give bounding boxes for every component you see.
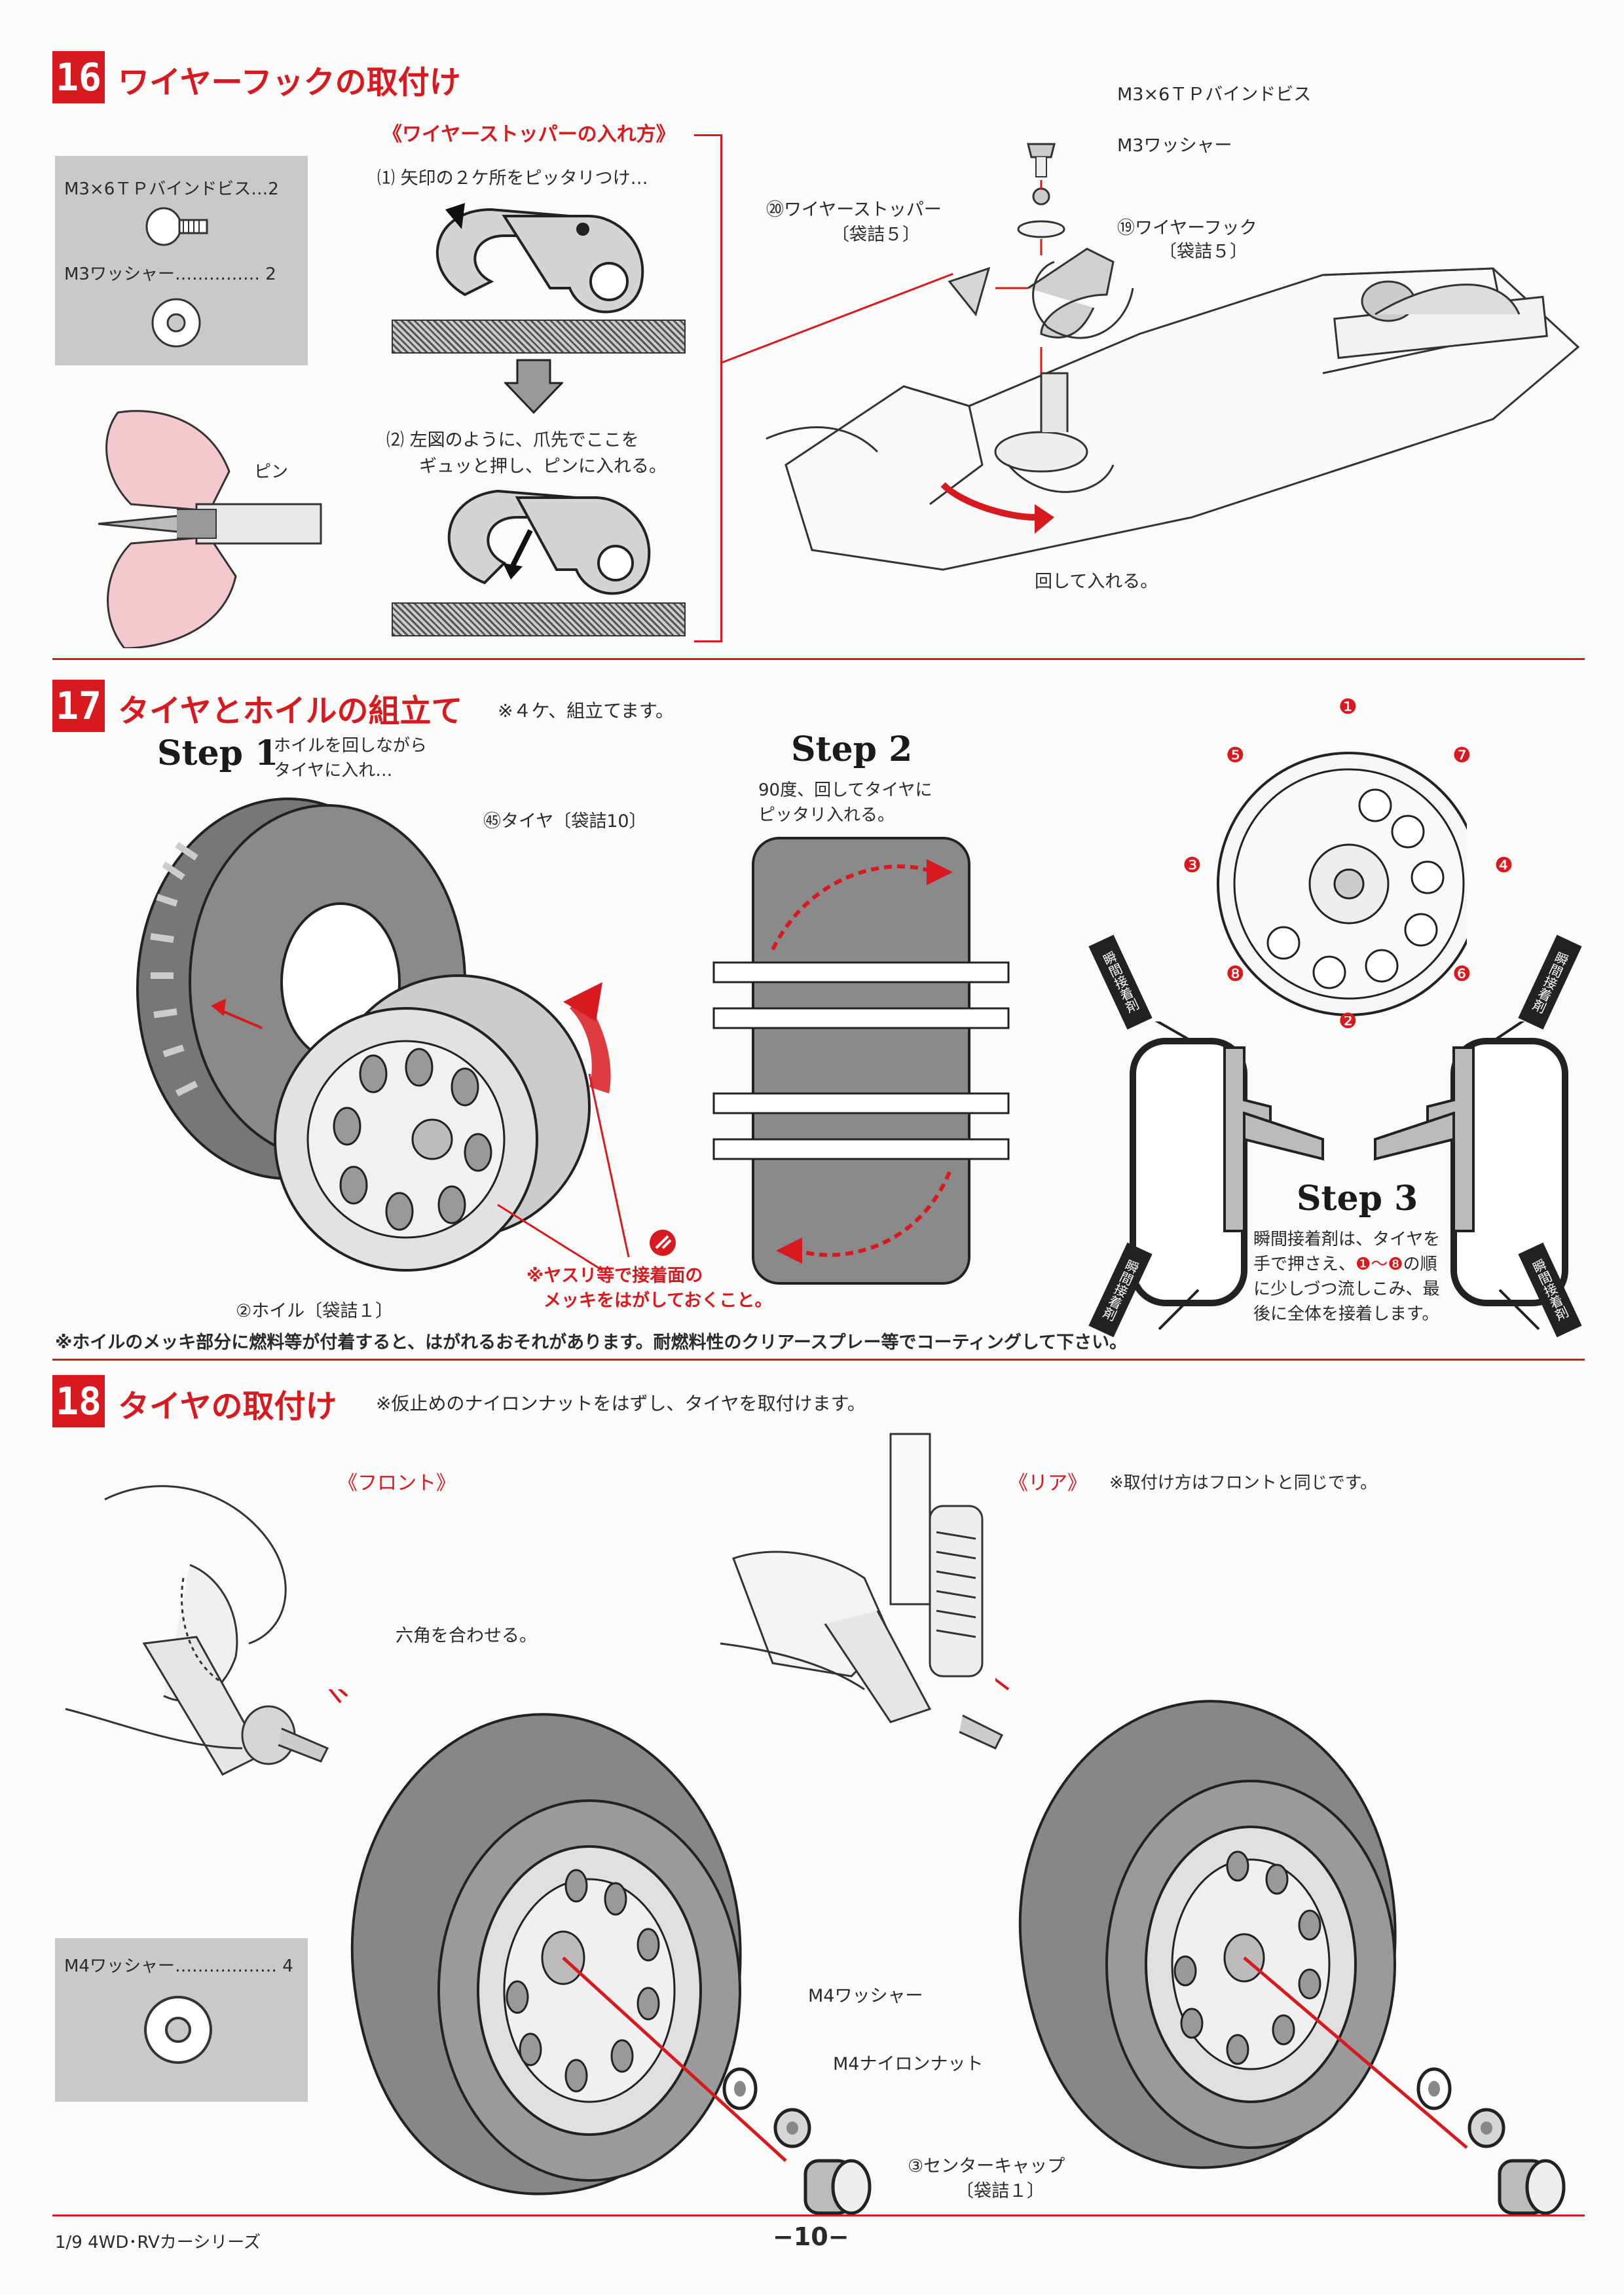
m4-washer-icon — [144, 1996, 212, 2064]
step1-line2: タイヤに入れ… — [274, 761, 393, 780]
m4-washer-callout: M4ワッシャー — [808, 1986, 923, 2006]
section-18-title: タイヤの取付け — [118, 1388, 337, 1425]
callout-hook-bag: 〔袋詰５〕 — [1159, 242, 1247, 262]
parts-box-16: M3×6ＴＰバインドビス…2 M3ワッシャー…………… 2 — [55, 156, 308, 365]
step3-line2: 手で押さえ、❶～❽の順 — [1253, 1251, 1437, 1275]
file-warning-icon — [650, 1230, 676, 1256]
center-cap-bag: 〔袋詰１〕 — [956, 2181, 1044, 2201]
order-mark-1: ❶ — [1338, 694, 1357, 719]
step3-line2a: 手で押さえ、 — [1253, 1255, 1356, 1274]
order-mark-2: ❷ — [1338, 1008, 1357, 1033]
section-18-note: ※仮止めのナイロンナットをはずし、タイヤを取付けます。 — [376, 1393, 866, 1414]
hatched-surface-2 — [392, 602, 686, 636]
glue-tube-top-right: 瞬間接着剤 — [1518, 934, 1582, 1030]
callout-rotate: 回して入れる。 — [1035, 572, 1158, 592]
order-mark-6: ❻ — [1452, 961, 1471, 986]
section-16-number: 16 — [52, 51, 105, 103]
stopper-bracket — [694, 134, 722, 642]
step1-line1: ホイルを回しながら — [274, 736, 428, 756]
pinch-illustration — [98, 410, 322, 648]
step3-line2c: の順 — [1403, 1255, 1437, 1274]
hex-label: 六角を合わせる。 — [396, 1626, 537, 1646]
front-label: 《フロント》 — [338, 1472, 456, 1495]
section-divider-1 — [52, 658, 1585, 660]
section-16-title: ワイヤーフックの取付け — [118, 64, 461, 101]
hook-step1-illustration — [435, 203, 644, 314]
warning-line2: メッキをはがしておくこと。 — [544, 1291, 773, 1311]
section-17-note: ※４ケ、組立てます。 — [498, 700, 674, 722]
rear-label: 《リア》 — [1008, 1472, 1087, 1495]
callout-washer: M3ワッシャー — [1117, 136, 1232, 156]
step3-title: Step 3 — [1297, 1179, 1418, 1219]
order-mark-7: ❼ — [1452, 743, 1471, 767]
section-divider-2 — [52, 1359, 1585, 1361]
parts-screw-label: M3×6ＴＰバインドビス…2 — [64, 179, 279, 199]
front-tire-mount-illustration — [328, 1689, 787, 2195]
glue-tube-top-left: 瞬間接着剤 — [1088, 934, 1153, 1030]
stopper-step-2-line2: ギュッと押し、ピンに入れる。 — [419, 456, 667, 477]
wheel-gluing-order-illustration — [1217, 752, 1467, 1016]
tire-step2-illustration — [712, 837, 1010, 1285]
footer-divider — [52, 2214, 1585, 2216]
m4-nut-callout: M4ナイロンナット — [833, 2054, 984, 2074]
step2-title: Step 2 — [791, 729, 913, 769]
order-mark-4: ❹ — [1494, 853, 1513, 877]
order-mark-5: ❺ — [1226, 743, 1245, 767]
footer-series: 1/9 4WD･RVカーシリーズ — [55, 2233, 261, 2252]
front-suspension-illustration — [65, 1485, 329, 1776]
washer-icon — [151, 298, 201, 348]
screw-icon — [145, 207, 208, 246]
stopper-step-2-line1: ⑵ 左図のように、爪先でここを — [386, 430, 639, 450]
section-17-number: 17 — [52, 680, 105, 732]
hatched-surface-1 — [392, 320, 686, 354]
section-17-footnote: ※ホイルのメッキ部分に燃料等が付着すると、はがれるおそれがあります。耐燃料性のク… — [55, 1332, 1128, 1353]
tire-cross-section-illustration — [1130, 1021, 1568, 1331]
step2-line2: ピッタリ入れる。 — [758, 805, 895, 825]
section-18-number: 18 — [52, 1375, 105, 1427]
warning-line1: ※ヤスリ等で接着面の — [526, 1266, 703, 1286]
parts-washer-label: M3ワッシャー…………… 2 — [64, 265, 276, 284]
step2-line1: 90度、回してタイヤに — [758, 780, 932, 800]
order-mark-8: ❽ — [1226, 961, 1245, 986]
rear-suspension-illustration — [720, 1433, 1004, 1750]
hook-step2-illustration — [447, 489, 651, 595]
callout-stopper: ⑳ワイヤーストッパー — [766, 200, 942, 220]
wheel-label: ②ホイル〔袋詰１〕 — [236, 1301, 394, 1321]
tire-label: ㊺タイヤ〔袋詰10〕 — [483, 811, 647, 832]
callout-screw: M3×6ＴＰバインドビス — [1117, 84, 1312, 105]
pin-label: ピン — [254, 462, 289, 482]
step3-line1: 瞬間接着剤は、タイヤを — [1253, 1230, 1441, 1249]
rear-hardware-illustration — [1416, 2067, 1566, 2215]
front-hardware-illustration — [722, 2067, 872, 2215]
wire-hook-assembly-illustration — [766, 143, 1580, 571]
rear-tire-mount-illustration — [995, 1678, 1468, 2169]
step1-title: Step 1 — [157, 733, 279, 773]
center-cap-callout: ③センターキャップ — [908, 2156, 1065, 2176]
rear-note: ※取付け方はフロントと同じです。 — [1109, 1473, 1378, 1493]
order-mark-3: ❸ — [1183, 853, 1202, 877]
callout-hook: ⑲ワイヤーフック — [1117, 218, 1257, 238]
down-arrow-icon — [504, 359, 563, 414]
step3-line3: に少しづつ流しこみ、最 — [1253, 1279, 1440, 1299]
section-17-title: タイヤとホイルの組立て — [118, 693, 463, 729]
step3-line4: 後に全体を接着します。 — [1253, 1304, 1439, 1324]
parts-box-18: M4ワッシャー……………… 4 — [55, 1938, 308, 2102]
parts-m4-washer-label: M4ワッシャー……………… 4 — [64, 1956, 293, 1976]
stopper-step-1: ⑴ 矢印の２ケ所をピッタリつけ… — [377, 168, 648, 189]
step3-line2b: ❶～❽ — [1356, 1255, 1403, 1274]
page-number: −10− — [773, 2222, 849, 2251]
callout-stopper-bag: 〔袋詰５〕 — [832, 225, 920, 245]
tire-wheel-step1-illustration — [136, 798, 630, 1272]
stopper-heading: 《ワイヤーストッパーの入れ方》 — [382, 123, 676, 146]
